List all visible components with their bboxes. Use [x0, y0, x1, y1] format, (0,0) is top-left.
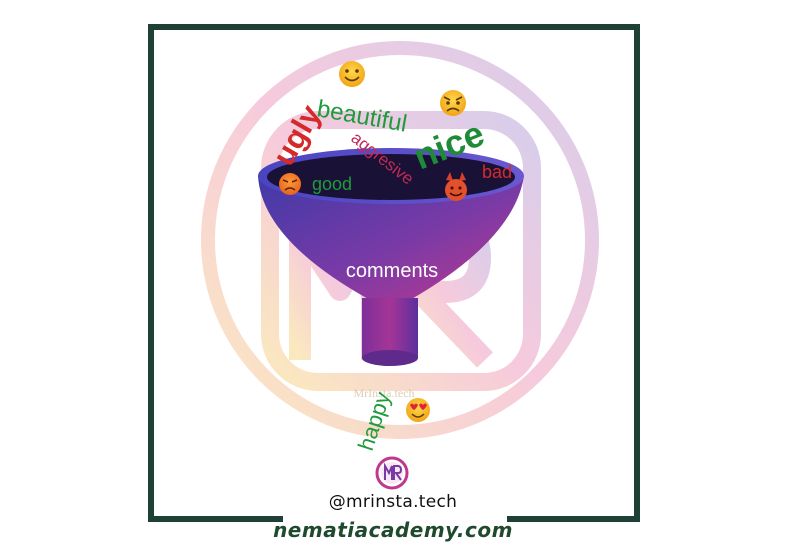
watermark-text: MrInsta.tech [354, 386, 415, 400]
frame-right [634, 24, 640, 522]
word-good: good [312, 174, 352, 194]
website-name: nematiacademy.com [273, 518, 513, 542]
pouting-face-icon [279, 173, 301, 195]
watermark-logo [201, 41, 599, 439]
mr-logo-icon [375, 456, 409, 490]
smiling-devil-icon [445, 172, 467, 201]
word-bad: bad [482, 162, 512, 182]
frame-bottom-left [148, 516, 283, 522]
funnel-label: comments [346, 260, 438, 282]
angry-face-icon [440, 90, 466, 116]
frame-left [148, 24, 154, 522]
smiling-face-icon [339, 61, 365, 87]
instagram-handle: @mrinsta.tech [328, 492, 458, 512]
frame-top [148, 24, 640, 30]
heart-eyes-icon [406, 398, 430, 422]
frame-bottom-right [507, 516, 640, 522]
